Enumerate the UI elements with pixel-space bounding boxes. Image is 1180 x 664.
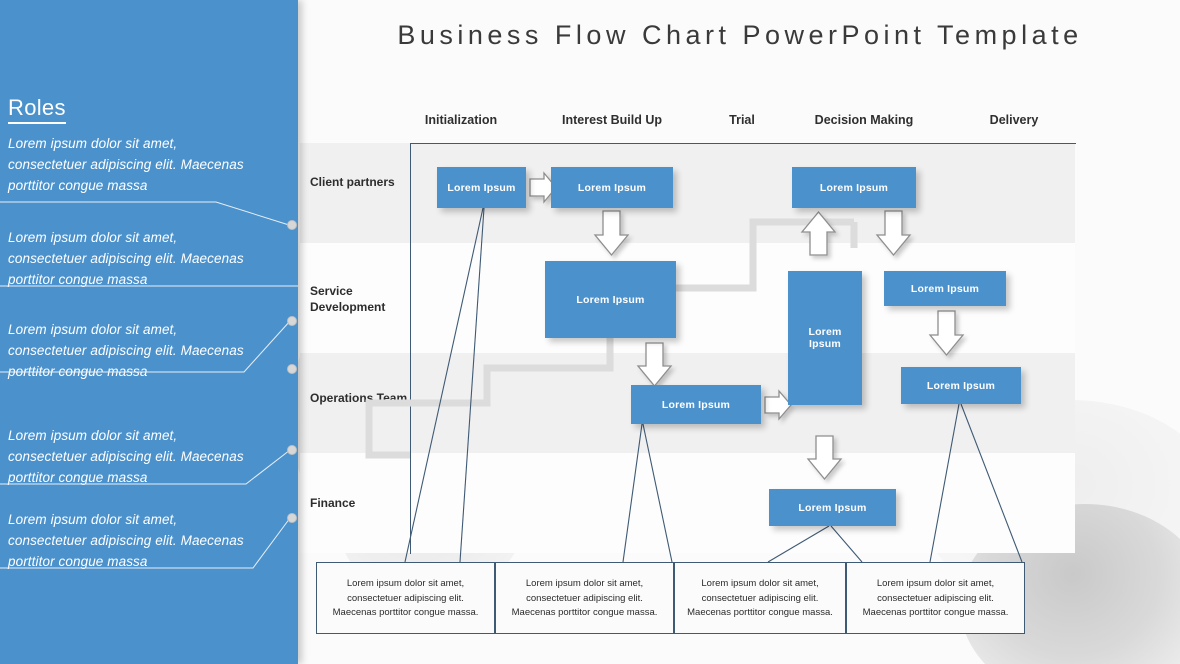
- lane-label: Client partners: [310, 175, 395, 189]
- role-note: Lorem ipsum dolor sit amet, consectetuer…: [8, 230, 244, 287]
- lane-label: Finance: [310, 496, 356, 510]
- role-note: Lorem ipsum dolor sit amet, consectetuer…: [8, 136, 244, 193]
- flow-node[interactable]: Lorem Ipsum: [437, 167, 526, 208]
- lane-label: Operations Team: [310, 391, 408, 405]
- role-note: Lorem ipsum dolor sit amet, consectetuer…: [8, 322, 244, 379]
- flow-node[interactable]: Lorem Ipsum: [792, 167, 916, 208]
- phase-header: Initialization: [424, 113, 498, 127]
- flow-node[interactable]: Lorem Ipsum: [769, 489, 896, 526]
- flow-node[interactable]: Lorem Ipsum: [551, 167, 673, 208]
- role-note: Lorem ipsum dolor sit amet, consectetuer…: [8, 512, 244, 569]
- note-box: Lorem ipsum dolor sit amet, consectetuer…: [846, 562, 1025, 634]
- note-box: Lorem ipsum dolor sit amet, consectetuer…: [674, 562, 846, 634]
- note-box: Lorem ipsum dolor sit amet, consectetuer…: [316, 562, 495, 634]
- flow-node[interactable]: Lorem Ipsum: [901, 367, 1021, 404]
- phase-header: Decision Making: [814, 113, 914, 127]
- note-box: Lorem ipsum dolor sit amet, consectetuer…: [495, 562, 674, 634]
- phase-header: Interest Build Up: [561, 113, 663, 127]
- roles-heading: Roles: [8, 95, 66, 125]
- flow-node[interactable]: Lorem Ipsum: [545, 261, 676, 338]
- role-note: Lorem ipsum dolor sit amet, consectetuer…: [8, 428, 244, 485]
- swimlane-band: [300, 143, 1075, 243]
- lane-label: Service Development: [310, 284, 386, 315]
- page-title: Business Flow Chart PowerPoint Template: [397, 20, 1083, 50]
- phase-header: Delivery: [989, 113, 1039, 127]
- roles-sidebar: Roles Lorem ipsum dolor sit amet, consec…: [0, 0, 298, 664]
- swimlane-band: [300, 453, 1075, 553]
- flow-node[interactable]: Lorem Ipsum: [884, 271, 1006, 306]
- flow-node[interactable]: Lorem Ipsum: [631, 385, 761, 424]
- flow-node[interactable]: Lorem Ipsum: [788, 271, 862, 405]
- phase-header: Trial: [729, 113, 755, 127]
